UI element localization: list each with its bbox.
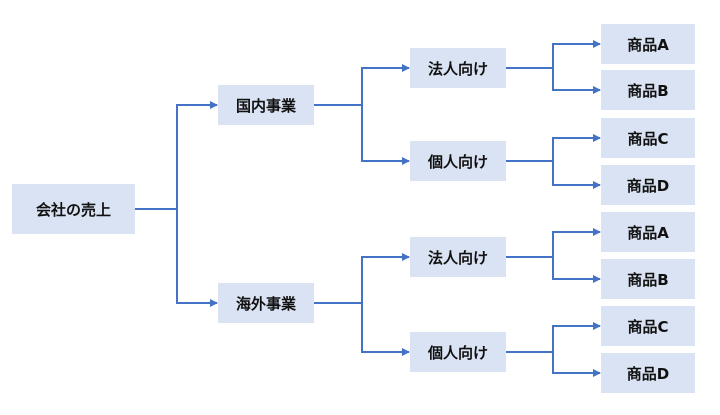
connector-arrow-4 — [314, 104, 410, 165]
node-domestic: 国内事業 — [218, 85, 314, 125]
connector-arrow-14 — [506, 351, 601, 377]
connector-arrow-2 — [135, 208, 218, 307]
node-overseas-individual: 個人向け — [410, 332, 506, 372]
root-node: 会社の売上 — [12, 184, 135, 234]
node-product-6: 商品B — [601, 259, 695, 299]
node-domestic-corporate: 法人向け — [410, 48, 506, 88]
connector-arrow-5 — [314, 253, 410, 304]
node-product-7: 商品C — [601, 306, 695, 346]
connector-arrow-11 — [506, 228, 601, 258]
node-product-8: 商品D — [601, 353, 695, 393]
connector-arrow-3 — [314, 64, 410, 106]
connector-arrow-7 — [506, 40, 601, 69]
node-product-5: 商品A — [601, 212, 695, 252]
connector-arrow-6 — [314, 302, 410, 356]
node-product-2: 商品B — [601, 70, 695, 110]
node-overseas-corporate: 法人向け — [410, 237, 506, 277]
node-product-1: 商品A — [601, 24, 695, 64]
node-overseas: 海外事業 — [218, 283, 314, 323]
connector-arrow-12 — [506, 256, 601, 283]
node-product-4: 商品D — [601, 165, 695, 205]
connector-arrow-13 — [506, 322, 601, 353]
connector-arrow-9 — [506, 134, 601, 162]
node-domestic-individual: 個人向け — [410, 141, 506, 181]
node-product-3: 商品C — [601, 118, 695, 158]
connector-arrow-10 — [506, 160, 601, 189]
connector-arrow-1 — [135, 101, 218, 210]
connector-arrow-8 — [506, 67, 601, 94]
